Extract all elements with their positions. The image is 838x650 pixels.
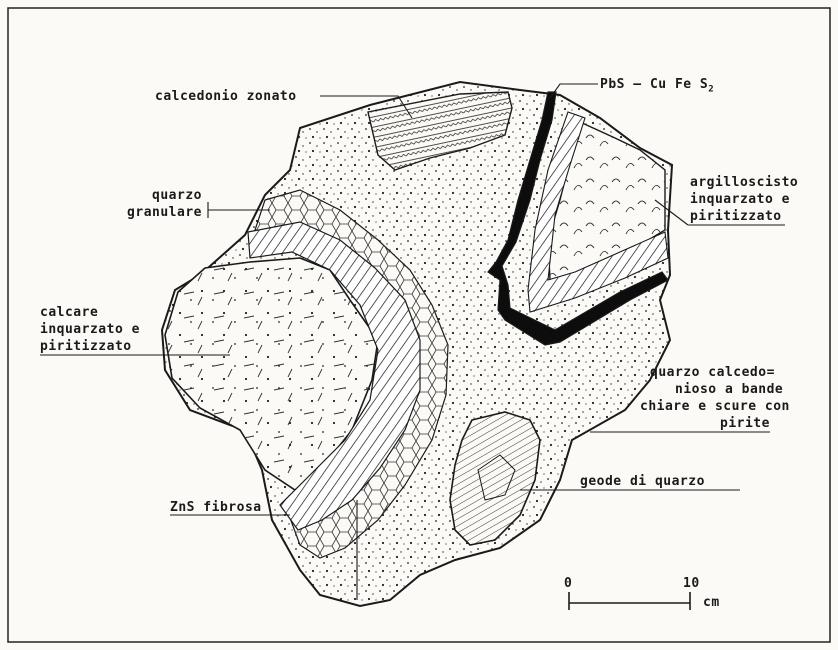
label-pbs-cufes2-subscript: 2 — [708, 85, 714, 95]
label-quarzo-granulare-line2: granulare — [120, 205, 202, 220]
label-zns-fibrosa: ZnS fibrosa — [170, 500, 262, 515]
label-quarzo-calcedonioso-line3: chiare e scure con — [640, 399, 790, 414]
scale-label-0: 0 — [564, 576, 572, 591]
label-pbs-cufes2: PbS — Cu Fe S2 — [600, 77, 714, 98]
label-calcare-line2: inquarzato e — [40, 322, 140, 337]
label-pbs-cufes2-main: PbS — Cu Fe S — [600, 77, 708, 92]
label-argilloscisto-line3: piritizzato — [690, 209, 782, 224]
label-geode-di-quarzo: geode di quarzo — [580, 474, 705, 489]
label-quarzo-calcedonioso-line1: quarzo calcedo= — [650, 365, 775, 380]
label-argilloscisto-line1: argilloscisto — [690, 175, 798, 190]
scale-label-unit: cm — [703, 595, 720, 610]
label-quarzo-calcedonioso-line2: nioso a bande — [675, 382, 783, 397]
label-quarzo-calcedonioso-line4: pirite — [720, 416, 770, 431]
scale-label-10: 10 — [683, 576, 700, 591]
label-argilloscisto-line2: inquarzato e — [690, 192, 790, 207]
label-calcedonio-zonato: calcedonio zonato — [155, 89, 297, 104]
label-quarzo-granulare-line1: quarzo — [130, 188, 202, 203]
label-calcare-line1: calcare — [40, 305, 98, 320]
label-calcare-line3: piritizzato — [40, 339, 132, 354]
